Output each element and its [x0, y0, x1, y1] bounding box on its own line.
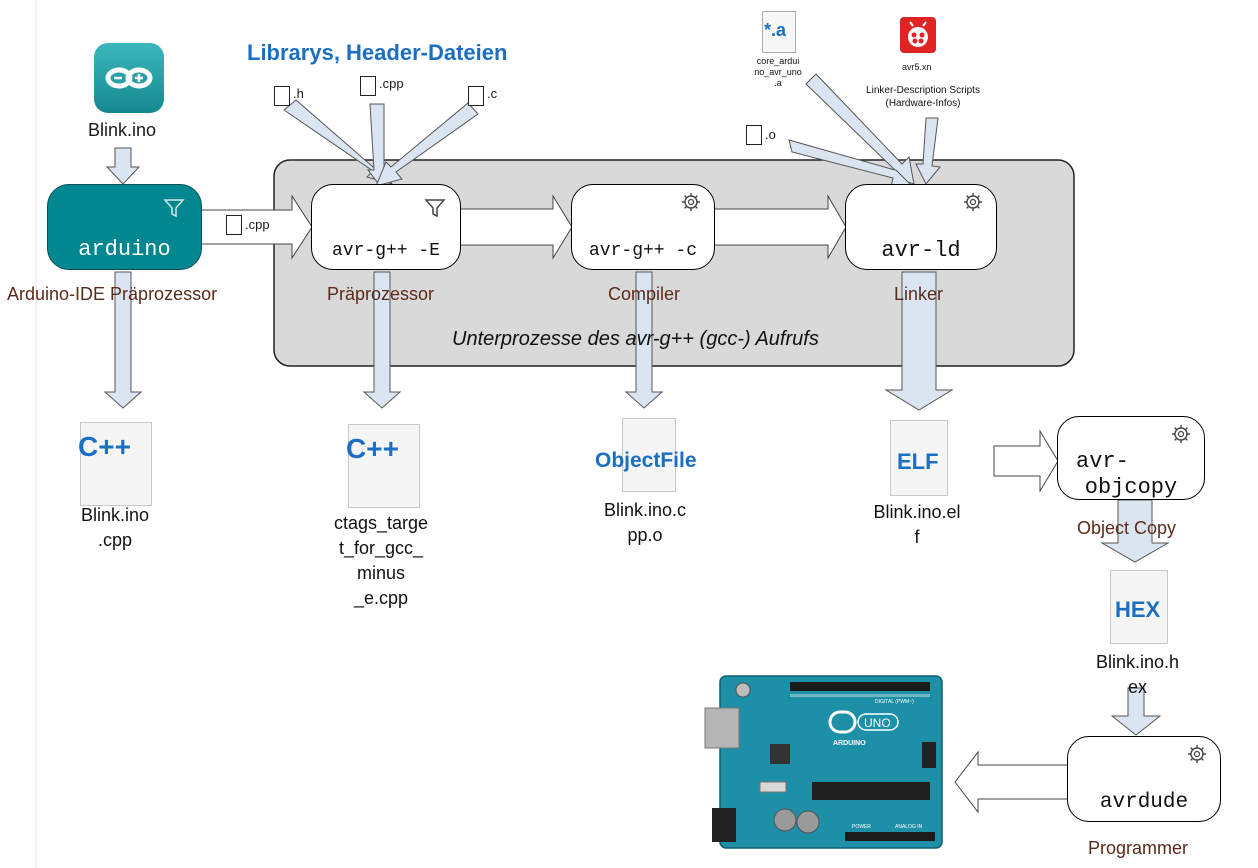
cpp-ext-label: .cpp — [379, 76, 404, 91]
gear-icon — [682, 193, 700, 211]
object-output-file-icon — [622, 418, 676, 492]
compiler-command: avr-g++ -c — [588, 241, 698, 261]
arrow-compiler-to-linker — [713, 194, 847, 260]
arrow-avrdude-to-board — [954, 750, 1069, 814]
arrow-preprocessor-to-compiler — [459, 194, 573, 260]
hex-file-icon: HEX — [1110, 570, 1168, 644]
board-digital-label: DIGITAL (PWM~) — [875, 699, 914, 705]
gear-icon — [964, 193, 982, 211]
elf-badge: ELF — [897, 449, 939, 474]
header-ext-label: .h — [293, 86, 304, 101]
pipe-cpp-ext-label: .cpp — [245, 217, 270, 232]
linker-script-caption: Linker-Description Scripts(Hardware-Info… — [866, 85, 980, 109]
pipe-cpp-file-icon — [226, 215, 242, 235]
cpp-file-icon — [360, 76, 376, 96]
objcopy-caption: Object Copy — [1077, 518, 1177, 538]
object-ext-label: .o — [765, 127, 776, 142]
object-file-icon — [746, 125, 762, 145]
linker-script-filename: avr5.xn — [902, 62, 932, 72]
archive-badge: *.a — [764, 20, 787, 40]
board-brand-text: ARDUINO — [833, 740, 866, 747]
arrow-linker-to-elf — [884, 271, 954, 411]
arrow-preprocessor-to-ctags — [362, 271, 402, 409]
gear-icon — [1188, 745, 1206, 763]
linker-caption: Linker — [894, 284, 944, 304]
subprocess-caption: Unterprozesse des avr-g++ (gcc-) Aufrufs — [452, 328, 819, 350]
objcopy-command-line1: avr- — [1076, 449, 1129, 474]
bug-glyph-icon — [908, 21, 928, 47]
gear-icon — [1172, 425, 1190, 443]
inocpp-file-icon: C++ — [78, 422, 152, 506]
arrow-arduino-to-preprocessor — [199, 194, 313, 260]
preprocessor-caption: Präprozessor — [327, 284, 435, 304]
c-ext-label: .c — [487, 86, 498, 101]
ladybug-icon — [900, 17, 936, 53]
arrow-sketch-to-arduino — [105, 147, 141, 185]
arrow-hex-to-avrdude — [1110, 687, 1162, 736]
compiler-process-box: avr-g++ -c — [571, 184, 715, 270]
ctags-file-icon: C++ — [346, 424, 420, 508]
archive-file-icon — [762, 11, 796, 53]
preprocessor-process-box: avr-g++ -E — [311, 184, 461, 270]
board-analog-label: ANALOG IN — [895, 824, 923, 830]
arduino-uno-board: ARDUINO UNO DIGITAL (PWM~) POWER ANALOG … — [704, 675, 943, 849]
cpp-badge: C++ — [78, 431, 131, 462]
filter-icon — [163, 199, 185, 218]
arrow-script-to-linker — [915, 117, 941, 185]
elf-file-icon: ELF — [890, 420, 948, 496]
arrow-c-to-preprocessor — [375, 102, 479, 187]
arduino-app-icon — [94, 43, 164, 113]
header-file-icon — [274, 86, 290, 106]
infinity-logo-icon — [105, 67, 153, 89]
objcopy-command-line2: objcopy — [1084, 475, 1178, 500]
hex-badge: HEX — [1115, 597, 1161, 622]
c-file-icon — [468, 86, 484, 106]
filter-icon — [424, 199, 446, 218]
objectfile-badge: ObjectFile — [595, 449, 697, 472]
sketch-filename: Blink.ino — [88, 120, 157, 140]
arduino-caption: Arduino-IDE Präprozessor — [7, 284, 218, 304]
linker-command: avr-ld — [881, 238, 961, 263]
preprocessor-command: avr-g++ -E — [331, 241, 441, 261]
arrow-compiler-to-object — [624, 271, 664, 409]
objcopy-process-box: avr- objcopy — [1057, 416, 1205, 500]
board-uno-text: UNO — [864, 716, 891, 730]
board-power-label: POWER — [852, 824, 871, 830]
libraries-title: Librarys, Header-Dateien — [247, 40, 508, 65]
arduino-command: arduino — [78, 237, 171, 262]
compiler-caption: Compiler — [608, 284, 681, 304]
cpp-badge: C++ — [346, 433, 399, 464]
avrdude-caption: Programmer — [1088, 838, 1189, 858]
arduino-process-box: arduino — [47, 184, 202, 270]
inocpp-filename: Blink.ino.cpp — [80, 505, 150, 550]
avrdude-process-box: avrdude — [1067, 736, 1221, 822]
arrow-elf-to-objcopy — [993, 429, 1059, 493]
arrow-arduino-to-inocpp — [103, 271, 143, 409]
avrdude-command: avrdude — [1099, 791, 1189, 814]
arrow-objcopy-to-hex — [1100, 499, 1170, 563]
linker-process-box: avr-ld — [845, 184, 997, 270]
